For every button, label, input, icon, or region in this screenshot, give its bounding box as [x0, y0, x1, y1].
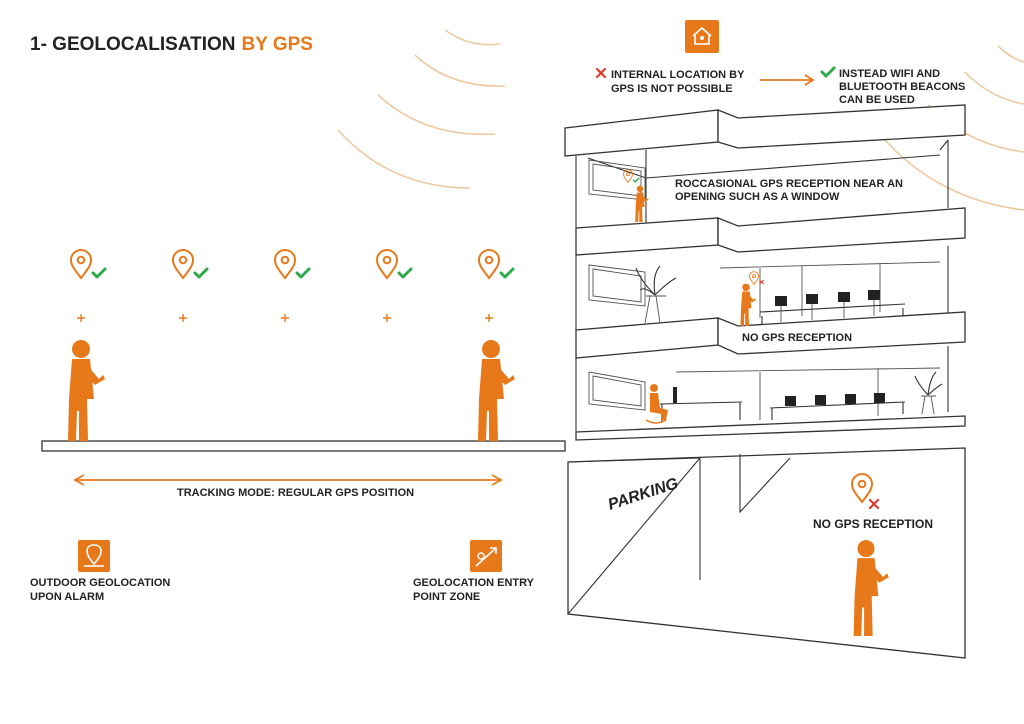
plant-decoration-floor3: [914, 371, 943, 415]
plus-icon: [178, 313, 188, 323]
beacons-label-line1: INSTEAD WIFI AND: [839, 68, 940, 80]
no-gps-floor-label: NO GPS RECEPTION: [742, 332, 852, 344]
entry-zone-line1: GEOLOCATION ENTRY: [413, 577, 535, 589]
occasional-reception-line2: OPENING SUCH AS A WINDOW: [675, 191, 840, 203]
location-pin-icon: [70, 249, 107, 279]
entry-zone-line2: POINT ZONE: [413, 591, 480, 603]
internal-label-line1: INTERNAL LOCATION BY: [611, 69, 745, 81]
beacons-label-line3: CAN BE USED: [839, 94, 915, 106]
plus-icon: [280, 313, 290, 323]
person-outdoor-left: [68, 340, 105, 441]
checkmark-icon: [295, 267, 311, 279]
location-pin-icon: [376, 249, 413, 279]
outdoor-geolocation-line2: UPON ALARM: [30, 591, 104, 603]
outdoor-geolocation-line1: OUTDOOR GEOLOCATION: [30, 577, 170, 589]
office-desks-floor3: [659, 387, 906, 422]
entry-zone-icon: [470, 540, 502, 572]
checkmark-icon: [397, 267, 413, 279]
ground-line: [41, 440, 566, 452]
location-pin-icon: [478, 249, 515, 279]
plus-icon: [382, 313, 392, 323]
occasional-reception-line1: ROCCASIONAL GPS RECEPTION NEAR AN: [675, 178, 903, 190]
internal-location-note: INTERNAL LOCATION BY GPS IS NOT POSSIBLE: [595, 67, 745, 95]
person-outdoor-right: [478, 340, 515, 441]
location-pin-icon: [172, 249, 209, 279]
checkmark-icon: [91, 267, 107, 279]
building-location-icon: [685, 20, 719, 53]
tracking-mode-label: TRACKING MODE: REGULAR GPS POSITION: [177, 487, 414, 499]
cross-icon: [595, 67, 607, 79]
tracking-range-arrow: [73, 474, 503, 486]
person-floor2: [740, 283, 757, 326]
location-pin-icon: [274, 249, 311, 279]
person-floor1: [635, 185, 649, 222]
arrow-to-beacons: [760, 74, 815, 86]
checkmark-icon: [820, 66, 836, 78]
checkmark-icon: [193, 267, 209, 279]
internal-label-line2: GPS IS NOT POSSIBLE: [611, 83, 733, 95]
plant-decoration: [635, 265, 677, 324]
plus-icon: [76, 313, 86, 323]
no-gps-parking-label: NO GPS RECEPTION: [813, 517, 933, 531]
checkmark-icon: [499, 267, 515, 279]
beacons-note: INSTEAD WIFI AND BLUETOOTH BEACONS CAN B…: [820, 66, 965, 106]
plus-icon: [484, 313, 494, 323]
person-seated-floor3: [645, 384, 668, 424]
map-location-icon: [78, 540, 110, 572]
checkmark-icon: [632, 177, 640, 183]
beacons-label-line2: BLUETOOTH BEACONS: [839, 81, 965, 93]
outdoor-gps-points: [70, 249, 515, 323]
floor2-pin: [749, 271, 764, 285]
